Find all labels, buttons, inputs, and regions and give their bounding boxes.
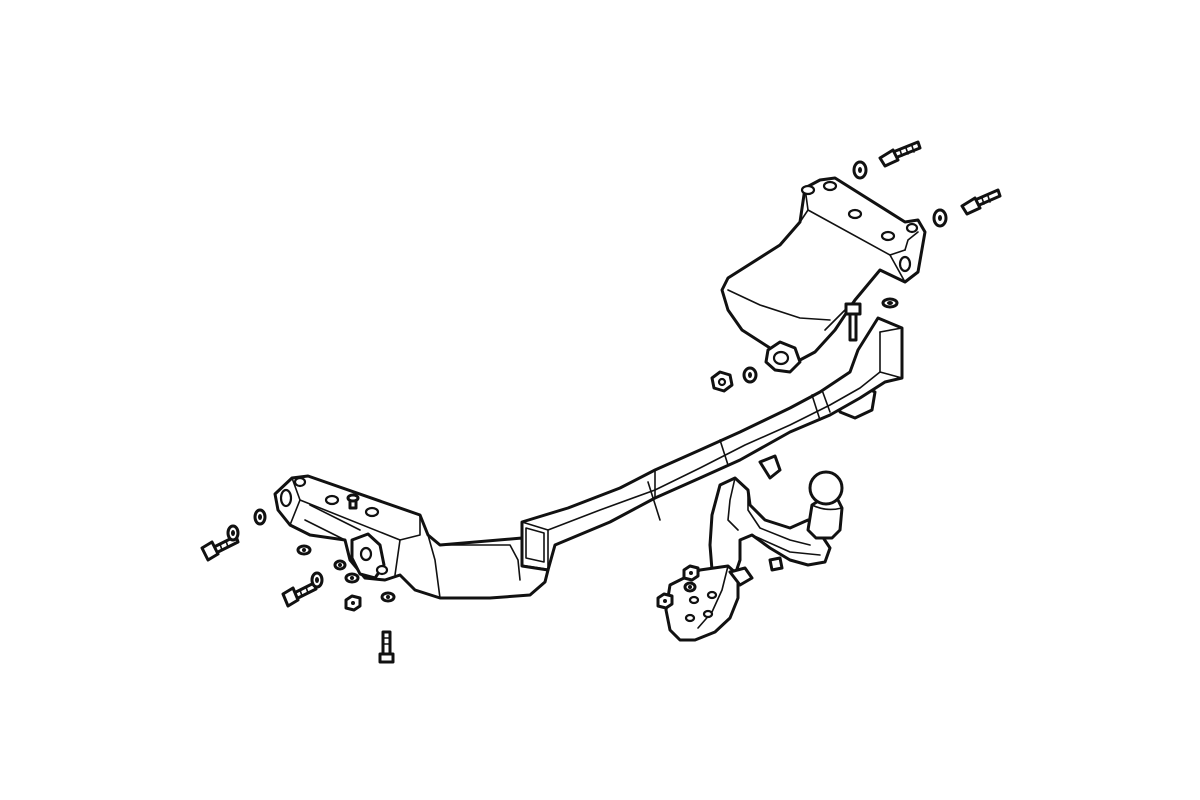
washer (683, 581, 697, 593)
washer (380, 591, 396, 603)
left-mounting-bracket (273, 474, 550, 600)
washer (310, 571, 324, 589)
bolt (844, 302, 862, 342)
right-mounting-bracket (720, 176, 927, 420)
crossbar (520, 316, 904, 572)
bolt (878, 140, 922, 168)
nut (344, 594, 362, 612)
bolt (960, 188, 1002, 216)
washer (881, 297, 899, 309)
washer (742, 366, 758, 384)
bolt (378, 630, 395, 664)
washer (226, 524, 240, 542)
washer (333, 559, 347, 571)
washer (932, 208, 948, 228)
washer (296, 544, 312, 556)
tow-ball (806, 470, 844, 540)
electrics-socket-plate (664, 564, 754, 642)
washer (344, 572, 360, 584)
nut (656, 592, 674, 610)
washer (253, 508, 267, 526)
nut (682, 564, 700, 582)
washer (852, 160, 868, 180)
nut (710, 370, 734, 393)
bolt (281, 581, 318, 608)
